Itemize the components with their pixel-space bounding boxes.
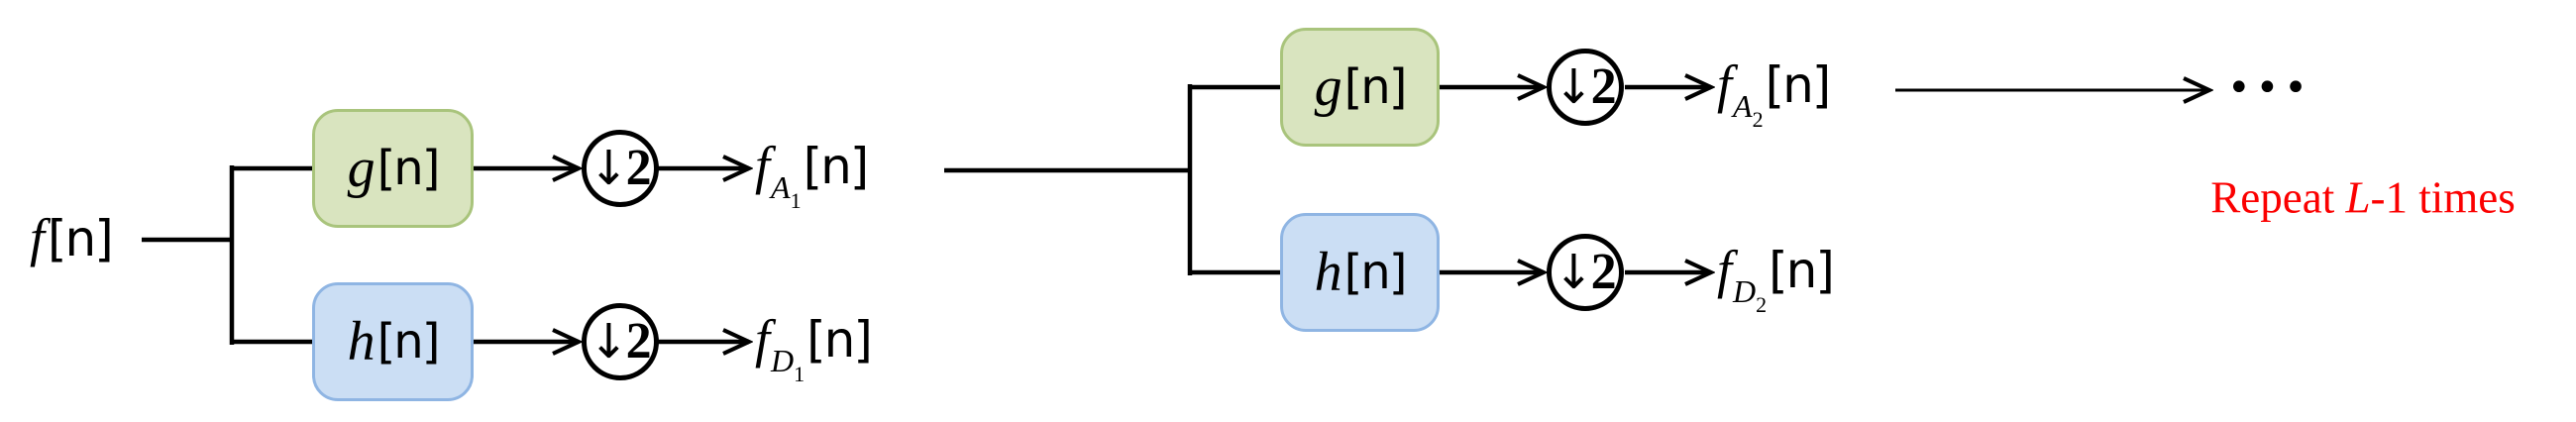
filter-symbol: g <box>347 138 376 199</box>
signal-subscript: D2 <box>1733 273 1767 317</box>
signal-base: f <box>755 136 771 195</box>
down-arrow-icon: ↓ <box>589 141 629 196</box>
downsample-factor: 2 <box>1590 58 1617 115</box>
signal-base: f <box>755 309 771 369</box>
signal-bracket: [n] <box>48 210 114 267</box>
signal-base: f <box>1717 54 1733 114</box>
downsample-factor: 2 <box>625 140 652 196</box>
signal-label-fa2: fA2[n] <box>1717 54 1832 132</box>
input-signal-label: f[n] <box>30 208 114 267</box>
signal-base: f <box>1717 240 1733 299</box>
signal-label-fd2: fD2[n] <box>1717 240 1835 317</box>
signal-base: f <box>30 208 46 267</box>
repeat-note-suffix: -1 times <box>2370 172 2516 223</box>
filter-box-g2: g[n] <box>1280 28 1440 147</box>
signal-subscript: D1 <box>771 343 805 386</box>
filter-box-g1: g[n] <box>312 109 474 228</box>
down-arrow-icon: ↓ <box>1554 59 1594 115</box>
downsample-circle-d1: ↓2 <box>582 303 659 380</box>
signal-bracket: [n] <box>806 311 873 369</box>
filter-symbol: h <box>347 311 376 372</box>
downsample-circle-a1: ↓2 <box>582 130 659 207</box>
signal-bracket: [n] <box>1765 56 1832 114</box>
signal-bracket: [n] <box>803 138 870 195</box>
repeat-note-prefix: Repeat <box>2210 172 2346 223</box>
signal-subscript: A1 <box>771 169 802 213</box>
subscript-index: 2 <box>1756 292 1768 317</box>
subscript-index: 2 <box>1752 107 1764 132</box>
subscript-index: 1 <box>790 188 802 213</box>
filter-symbol: h <box>1314 242 1342 303</box>
downsample-factor: 2 <box>625 313 652 369</box>
subscript-letter: D <box>771 343 795 378</box>
filter-bracket: [n] <box>376 141 441 196</box>
repeat-note-variable: L <box>2345 172 2371 223</box>
filter-symbol: g <box>1314 56 1342 118</box>
downsample-factor: 2 <box>1590 244 1617 300</box>
continuation-ellipsis: ••• <box>2227 65 2312 111</box>
filter-bracket: [n] <box>1343 245 1408 300</box>
down-arrow-icon: ↓ <box>589 314 629 369</box>
downsample-circle-d2: ↓2 <box>1547 234 1624 311</box>
signal-label-fd1: fD1[n] <box>755 309 873 386</box>
repeat-note: Repeat L-1 times <box>2210 172 2516 223</box>
signal-label-fa1: fA1[n] <box>755 136 870 213</box>
downsample-circle-a2: ↓2 <box>1547 49 1624 126</box>
filter-bracket: [n] <box>376 314 441 369</box>
subscript-letter: D <box>1733 273 1757 309</box>
filter-box-h2: h[n] <box>1280 213 1440 332</box>
filter-bracket: [n] <box>1343 59 1408 115</box>
filter-box-h1: h[n] <box>312 282 474 401</box>
subscript-index: 1 <box>794 362 805 386</box>
down-arrow-icon: ↓ <box>1554 245 1594 300</box>
subscript-letter: A <box>771 169 791 205</box>
signal-bracket: [n] <box>1769 242 1835 299</box>
signal-subscript: A2 <box>1733 88 1764 132</box>
subscript-letter: A <box>1733 88 1753 124</box>
